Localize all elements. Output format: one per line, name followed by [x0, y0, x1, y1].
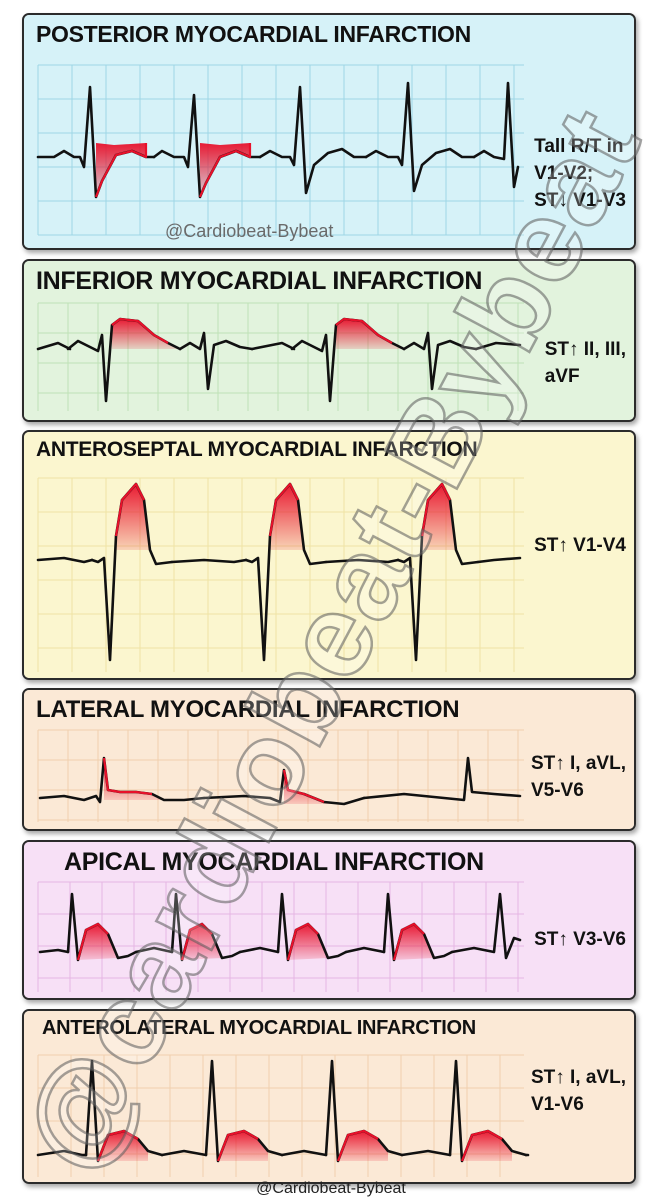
st-segment-edge	[180, 922, 213, 961]
ecg-trace	[364, 81, 476, 193]
panel-background	[24, 15, 634, 248]
panel-anterolateral-mi: ANTEROLATERAL MYOCARDIAL INFARCTION ST↑ …	[22, 1009, 636, 1184]
criteria-label-inferior: ST↑ II, III, aVF	[545, 336, 626, 390]
ecg-strip-anterolateral	[24, 1011, 634, 1182]
ecg-grid	[37, 881, 524, 992]
ecg-trace	[472, 81, 520, 189]
panel-apical-mi: APICAL MYOCARDIAL INFARCTION ST↑ V3-V6	[22, 840, 636, 1000]
ecg-strip-lateral	[24, 690, 634, 829]
st-segment-edge	[286, 922, 319, 961]
criteria-line: aVF	[544, 366, 580, 387]
st-segment-edge	[94, 143, 148, 198]
ecg-trace	[134, 946, 174, 954]
st-segment-edge	[420, 482, 451, 537]
st-segment-edge	[76, 922, 109, 961]
st-segment-highlight	[394, 924, 434, 960]
ecg-strip-apical	[24, 842, 634, 998]
criteria-line: V1-V2;	[534, 163, 594, 184]
ecg-grid	[37, 729, 524, 822]
st-segment-highlight	[270, 484, 304, 550]
criteria-line: ST↑ I, aVL,	[530, 753, 626, 774]
st-segment-edge	[392, 922, 425, 961]
criteria-line: ST↑ V1-V4	[534, 535, 626, 556]
ecg-grid	[37, 302, 524, 411]
criteria-line: ST↑ I, aVL,	[530, 1067, 626, 1088]
criteria-label-posterior: Tall R/T in V1-V2; ST↓ V1-V3	[534, 133, 626, 214]
ecg-trace	[38, 948, 70, 954]
panel-inferior-mi: INFERIOR MYOCARDIAL INFARCTION ST↑ II, I…	[22, 259, 636, 422]
st-segment-highlight	[200, 143, 250, 197]
st-segment-highlight	[104, 758, 164, 800]
ecg-trace	[160, 1149, 208, 1157]
st-segment-highlight	[288, 924, 328, 960]
st-segment-edge	[96, 1129, 139, 1162]
ecg-trace	[178, 331, 254, 391]
st-segment-edge	[216, 1129, 259, 1162]
ecg-trace	[344, 946, 386, 954]
panel-title-posterior: POSTERIOR MYOCARDIAL INFARCTION	[36, 21, 471, 47]
ecg-trace	[258, 85, 368, 195]
st-segment-highlight	[422, 484, 456, 550]
panel-title-apical: APICAL MYOCARDIAL INFARCTION	[64, 848, 484, 876]
criteria-line: ST↑ II, III,	[544, 339, 626, 360]
ecg-trace	[400, 1149, 452, 1157]
ecg-strip-anteroseptal	[24, 432, 634, 678]
ecg-trace	[362, 756, 522, 802]
st-segment-edge	[111, 317, 169, 344]
st-segment-edge	[335, 317, 393, 344]
panel-background	[24, 432, 634, 678]
st-segment-edge	[460, 1129, 503, 1162]
st-segment-highlight	[182, 924, 222, 960]
ecg-trace	[476, 556, 522, 564]
ecg-strip-inferior	[24, 261, 634, 420]
st-segment-edge	[102, 757, 153, 796]
ecg-trace	[324, 558, 400, 564]
criteria-label-anterolateral: ST↑ I, aVL, V1-V6	[531, 1064, 626, 1118]
footer-credit: @Cardiobeat-Bybeat	[256, 1180, 406, 1197]
st-segment-highlight	[78, 924, 118, 960]
st-segment-edge	[268, 482, 299, 537]
ecg-trace	[238, 946, 280, 954]
st-segment-highlight	[96, 143, 146, 197]
st-segment-edge	[282, 769, 325, 804]
ecg-trace	[36, 341, 72, 351]
criteria-line: ST↑ V3-V6	[534, 929, 626, 950]
st-segment-edge	[114, 482, 145, 537]
criteria-line: Tall R/T in	[534, 136, 624, 157]
ecg-trace	[170, 558, 248, 564]
st-segment-edge	[336, 1129, 379, 1162]
panel-title-inferior: INFERIOR MYOCARDIAL INFARCTION	[36, 267, 483, 295]
st-segment-highlight	[284, 770, 344, 804]
panel-background	[24, 842, 634, 998]
ecg-trace	[402, 331, 478, 391]
ecg-strip-posterior	[24, 15, 634, 248]
panel-posterior-mi: POSTERIOR MYOCARDIAL INFARCTION Tall R/T…	[22, 13, 636, 250]
criteria-line: V1-V6	[530, 1094, 584, 1115]
st-segment-edge	[198, 143, 252, 198]
panel-title-anteroseptal: ANTEROSEPTAL MYOCARDIAL INFARCTION	[36, 438, 478, 461]
ecg-trace	[36, 556, 94, 564]
criteria-line: ST↓ V1-V3	[534, 190, 626, 211]
panel-anteroseptal-mi: ANTEROSEPTAL MYOCARDIAL INFARCTION ST↑ V…	[22, 430, 636, 680]
source-handle: @Cardiobeat-Bybeat	[165, 221, 334, 241]
ecg-trace	[280, 1149, 328, 1157]
panel-title-lateral: LATERAL MYOCARDIAL INFARCTION	[36, 696, 460, 723]
panel-title-anterolateral: ANTEROLATERAL MYOCARDIAL INFARCTION	[42, 1017, 476, 1039]
ecg-trace	[36, 1149, 88, 1157]
panel-lateral-mi: LATERAL MYOCARDIAL INFARCTION ST↑ I, aVL…	[22, 688, 636, 831]
ecg-trace	[474, 341, 522, 351]
criteria-label-apical: ST↑ V3-V6	[534, 926, 626, 953]
criteria-label-anteroseptal: ST↑ V1-V4	[534, 532, 626, 559]
criteria-label-lateral: ST↑ I, aVL, V5-V6	[531, 750, 626, 804]
ecg-trace	[250, 341, 296, 351]
st-segment-highlight	[116, 484, 150, 550]
criteria-line: V5-V6	[530, 780, 584, 801]
ecg-trace	[450, 892, 522, 960]
